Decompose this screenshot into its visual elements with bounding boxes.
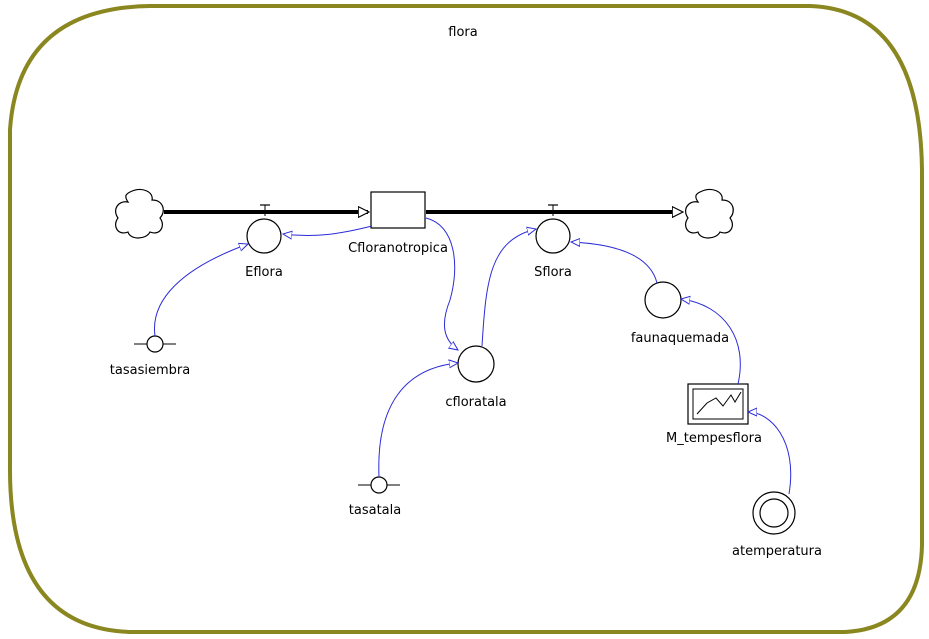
link-tasatala-to-cfloratala[interactable]: [378, 363, 458, 478]
aux-faunaquemada-label: faunaquemada: [631, 331, 729, 346]
constant-tasatala-label: tasatala: [349, 503, 401, 518]
link-faunaquemada-to-sflora[interactable]: [571, 242, 658, 284]
constant-tasatala[interactable]: [358, 476, 400, 494]
lookup-label: M_tempesflora: [666, 431, 762, 446]
aux-cfloratala-label: cfloratala: [445, 395, 506, 410]
ghost-label: atemperatura: [732, 544, 822, 559]
constant-tasasiembra[interactable]: [134, 335, 176, 353]
link-lookup-to-faunaquemada[interactable]: [681, 299, 741, 385]
flow-eflora-label: Eflora: [245, 265, 283, 280]
link-atemperatura-to-lookup[interactable]: [748, 412, 792, 495]
stock-label: Cfloranotropica: [348, 241, 448, 256]
sector-title: flora: [448, 25, 477, 40]
flow-sflora-label: Sflora: [534, 265, 572, 280]
link-cfloratala-to-sflora[interactable]: [481, 229, 536, 347]
lookup-graph-icon: [696, 391, 742, 415]
lookup-m-tempesflora[interactable]: [687, 383, 749, 425]
aux-cfloratala[interactable]: [457, 345, 495, 383]
link-stock-to-cfloratala[interactable]: [425, 217, 458, 350]
flow-eflora[interactable]: [246, 204, 282, 254]
connectors: [154, 217, 792, 495]
link-stock-to-eflora[interactable]: [283, 225, 373, 236]
cloud-sink-icon[interactable]: [685, 188, 734, 239]
ghost-atemperatura[interactable]: [752, 491, 796, 535]
aux-faunaquemada[interactable]: [644, 281, 682, 319]
flow-sflora[interactable]: [535, 204, 571, 254]
constant-tasasiembra-label: tasasiembra: [110, 363, 190, 378]
sector-boundary[interactable]: [8, 3, 924, 634]
link-tasasiembra-to-eflora[interactable]: [154, 244, 248, 337]
cloud-source-icon[interactable]: [115, 188, 164, 239]
stock-cfloranotropica[interactable]: [370, 191, 426, 229]
